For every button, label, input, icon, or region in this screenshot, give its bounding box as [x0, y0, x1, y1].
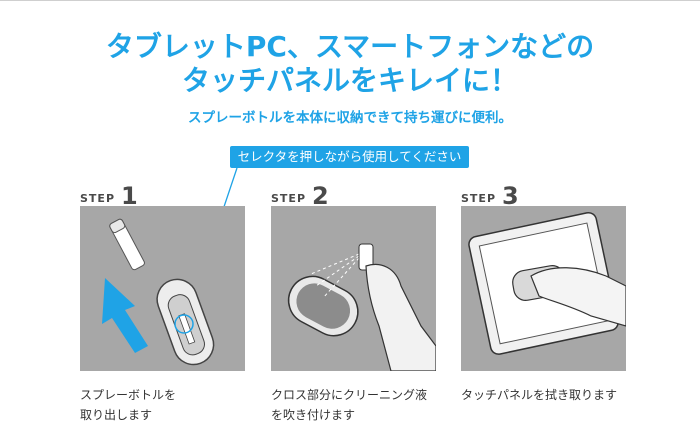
step-2-number: 2 [312, 182, 329, 210]
step-2-caption-line-2: を吹き付けます [271, 408, 356, 422]
step-1-word: STEP [80, 192, 116, 205]
step-3-number: 3 [502, 182, 519, 210]
step-1-caption-line-2: 取り出します [80, 408, 153, 422]
step-2-caption: クロス部分にクリーニング液 を吹き付けます [271, 385, 427, 425]
callout-banner: セレクタを押しながら使用してください [230, 146, 469, 168]
top-divider [0, 0, 700, 1]
step-2-label: STEP 2 [271, 182, 329, 210]
step-3-illustration [461, 206, 626, 371]
step-2-caption-line-1: クロス部分にクリーニング液 [271, 388, 428, 402]
step-3-label: STEP 3 [461, 182, 519, 210]
step-3-caption: タッチパネルを拭き取ります [461, 385, 617, 405]
step-3-word: STEP [461, 192, 497, 205]
step-1-caption-line-1: スプレーボトルを [80, 388, 177, 402]
step-1-caption: スプレーボトルを 取り出します [80, 385, 176, 425]
step-1-label: STEP 1 [80, 182, 138, 210]
step-1-illustration [80, 206, 245, 371]
step-1-number: 1 [121, 182, 138, 210]
headline-line-1: タブレットPC、スマートフォンなどの [105, 30, 595, 63]
headline-line-2: タッチパネルをキレイに！ [181, 64, 518, 97]
subheadline: スプレーボトルを本体に収納できて持ち運びに便利。 [188, 110, 512, 126]
step-2-illustration [271, 206, 436, 371]
step-2-word: STEP [271, 192, 307, 205]
step-3-caption-line-1: タッチパネルを拭き取ります [461, 388, 618, 402]
